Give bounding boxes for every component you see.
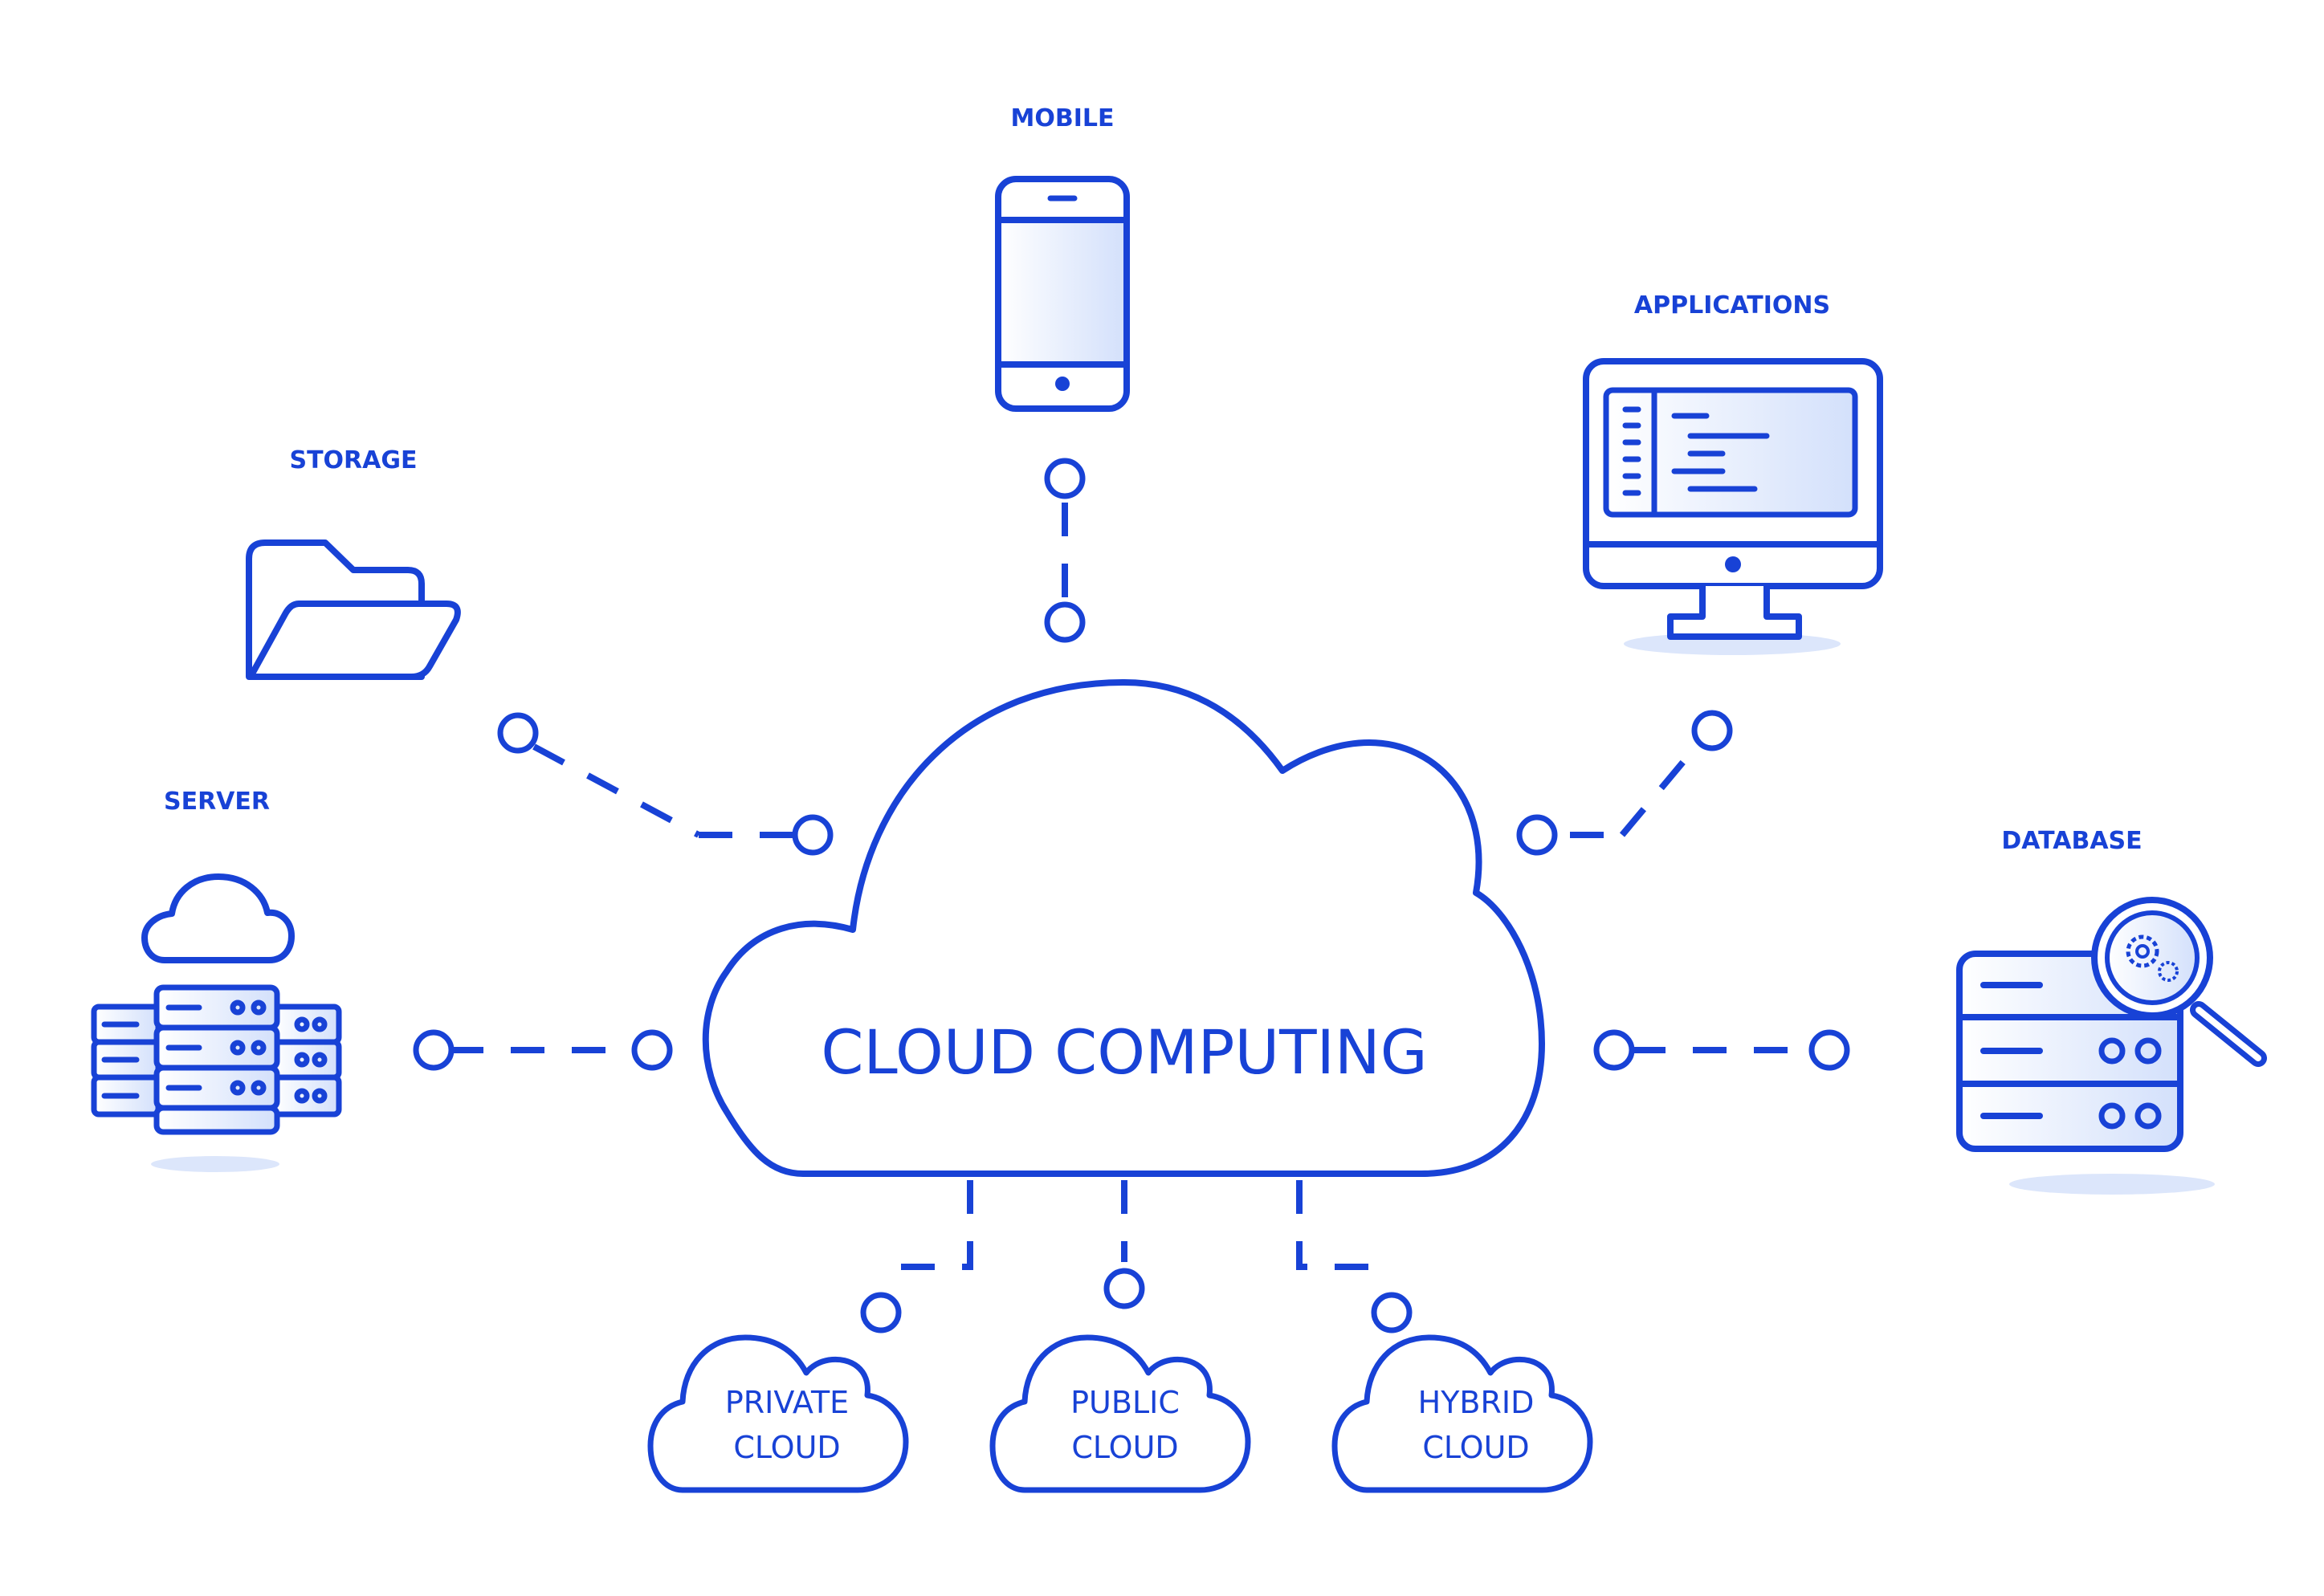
- public-cloud-shape: [989, 1334, 1251, 1493]
- central-cloud-shape: [702, 679, 1545, 1177]
- applications-node: APPLICATIONS: [1583, 291, 1883, 655]
- storage-label: STORAGE: [289, 446, 417, 474]
- sub-cloud-public: PUBLIC CLOUD: [989, 1334, 1251, 1493]
- database-node: DATABASE: [1956, 827, 2267, 1195]
- node-private-cloud: [860, 1292, 902, 1333]
- phone-screen-icon: [995, 217, 1130, 368]
- private-cloud-line1: PRIVATE: [725, 1385, 849, 1420]
- server-label: SERVER: [164, 788, 270, 816]
- node-database-inner: [1593, 1029, 1635, 1071]
- connector-storage-diagonal: [532, 743, 700, 838]
- node-server-inner: [631, 1029, 673, 1071]
- connector-applications-diagonal: [1619, 744, 1699, 837]
- folder-front-icon: [247, 601, 461, 680]
- storage-node: STORAGE: [246, 446, 461, 680]
- code-lines-icon: [1622, 406, 1770, 496]
- connector-private-cloud: [888, 1180, 973, 1285]
- connector-nodes: [413, 458, 1850, 1333]
- phone-button-icon: [1055, 377, 1070, 391]
- server-cloud-icon: [141, 873, 295, 963]
- node-public-cloud: [1103, 1268, 1145, 1309]
- hybrid-cloud-shape: [1331, 1334, 1593, 1493]
- applications-label: APPLICATIONS: [1634, 291, 1830, 320]
- central-cloud: CLOUD COMPUTING: [702, 679, 1545, 1177]
- node-database-outer: [1808, 1029, 1850, 1071]
- monitor-power-icon: [1725, 556, 1741, 572]
- monitor-stand-icon: [1667, 586, 1802, 640]
- central-cloud-title: CLOUD COMPUTING: [821, 1016, 1427, 1088]
- hybrid-cloud-line2: CLOUD: [1422, 1430, 1529, 1465]
- node-storage-outer: [497, 712, 539, 754]
- public-cloud-line2: CLOUD: [1071, 1430, 1178, 1465]
- sub-cloud-hybrid: HYBRID CLOUD: [1331, 1334, 1593, 1493]
- node-applications-outer: [1691, 710, 1733, 751]
- sub-cloud-private: PRIVATE CLOUD: [647, 1334, 909, 1493]
- mobile-node: MOBILE: [995, 104, 1130, 412]
- server-rack-center-icon: [153, 984, 280, 1135]
- private-cloud-line2: CLOUD: [733, 1430, 840, 1465]
- server-node: SERVER: [91, 788, 342, 1172]
- node-storage-inner: [792, 814, 834, 856]
- connector-hybrid-cloud: [1296, 1180, 1378, 1285]
- node-server-outer: [413, 1029, 455, 1071]
- node-mobile-bottom: [1044, 601, 1086, 643]
- public-cloud-line1: PUBLIC: [1070, 1385, 1180, 1420]
- monitor-screen-icon: [1603, 387, 1858, 518]
- private-cloud-shape: [647, 1334, 909, 1493]
- node-mobile-top: [1044, 458, 1086, 499]
- connectors: [450, 503, 1812, 1285]
- hybrid-cloud-line1: HYBRID: [1418, 1385, 1535, 1420]
- mobile-label: MOBILE: [1011, 104, 1115, 132]
- server-rack-right-icon: [270, 1004, 342, 1118]
- node-applications-inner: [1516, 814, 1558, 856]
- magnifier-icon: [2091, 897, 2267, 1067]
- database-shadow: [2009, 1174, 2215, 1195]
- node-hybrid-cloud: [1371, 1292, 1413, 1333]
- server-rack-left-icon: [91, 1004, 161, 1118]
- server-shadow: [151, 1156, 279, 1172]
- database-label: DATABASE: [2001, 827, 2142, 855]
